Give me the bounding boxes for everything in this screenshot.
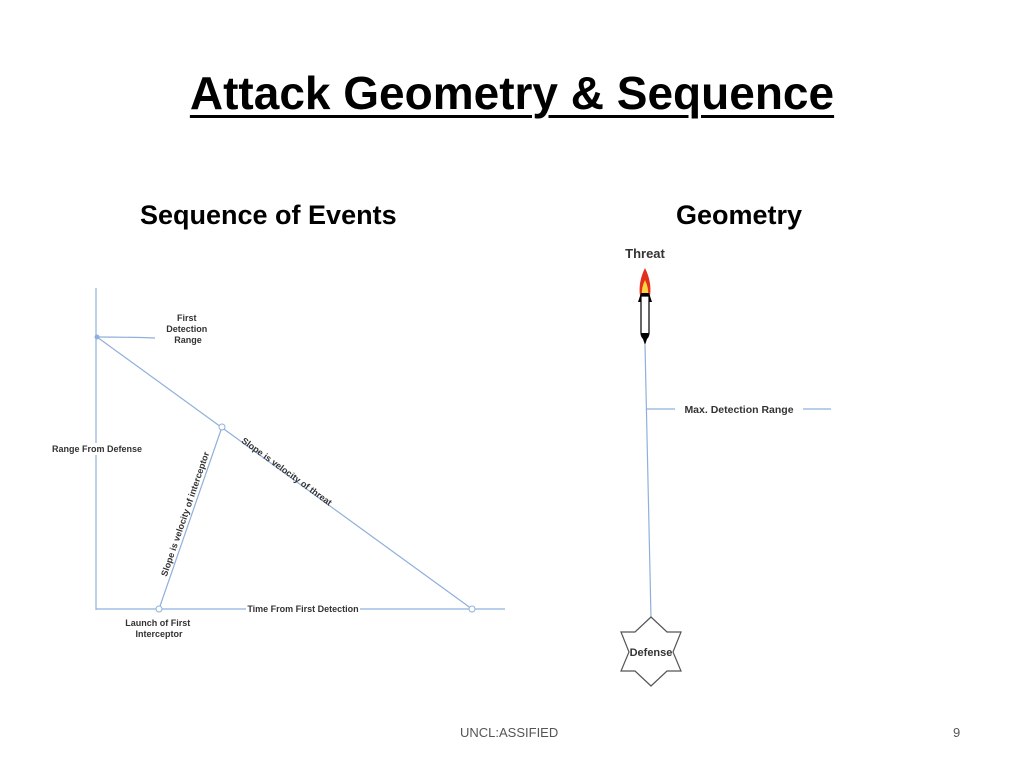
geometry-title: Geometry [676, 200, 803, 230]
first-detection-leader [96, 336, 156, 339]
geometry-diagram: Threat Max. Detection Range Defense [620, 246, 831, 687]
missile-nose [641, 333, 649, 345]
interceptor-launch-point [155, 605, 163, 613]
defense-label: Defense [630, 647, 673, 659]
slide-title: Attack Geometry & Sequence [189, 67, 835, 119]
slope-threat-label: Slope is velocity of threat [240, 435, 334, 507]
interceptor-velocity-line [158, 426, 223, 610]
intercept-point [218, 423, 226, 431]
launch-of-first-interceptor-label: Launch of First Interceptor [125, 618, 193, 639]
max-detection-range-label: Max. Detection Range [684, 404, 793, 416]
threat-arrival-point [468, 605, 476, 613]
threat-trajectory-line [644, 344, 652, 619]
defense-star-icon [620, 616, 682, 687]
first-detection-range-label: First Detection Range [166, 313, 210, 345]
slope-interceptor-label: Slope is velocity of interceptor [159, 450, 211, 578]
time-from-first-detection-label: Time From First Detection [247, 604, 358, 614]
sequence-of-events-title: Sequence of Events [140, 200, 397, 230]
threat-velocity-line [96, 336, 473, 610]
first-detection-point [94, 334, 100, 340]
range-from-defense-label: Range From Defense [52, 444, 142, 454]
flame-inner [641, 280, 649, 296]
sequence-diagram: First Detection Range Range From Defense… [48, 288, 505, 639]
classification-marking: UNCL:ASSIFIED [460, 725, 559, 740]
page-number: 9 [953, 725, 961, 740]
missile-icon [638, 268, 652, 345]
threat-label: Threat [625, 246, 665, 261]
